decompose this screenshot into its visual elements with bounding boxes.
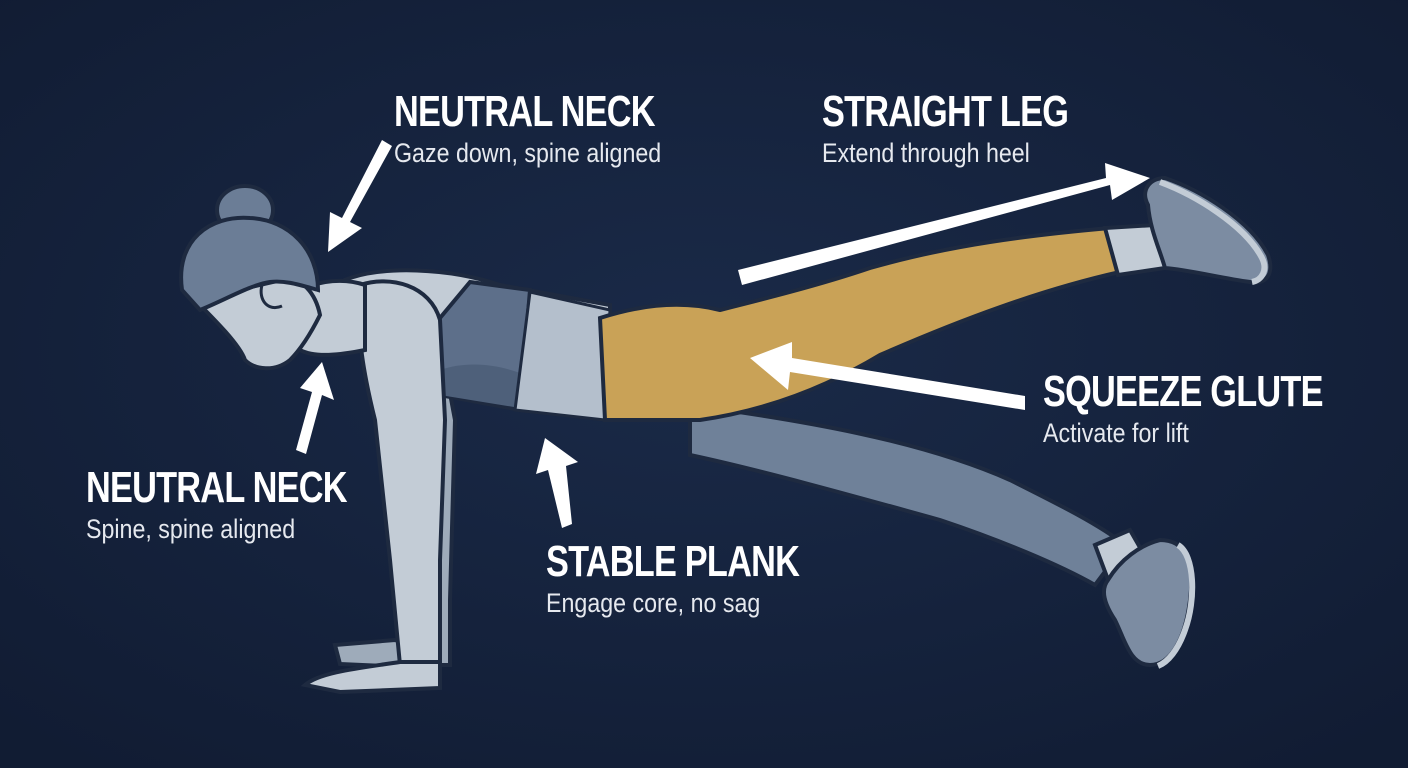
arrow-up-icon <box>536 438 578 528</box>
front-hand <box>300 660 442 695</box>
face <box>191 275 323 371</box>
ear-icon <box>259 284 283 309</box>
annotation-subtitle: Gaze down, spine aligned <box>394 138 662 168</box>
annotation-neutral-neck-bottom: NEUTRAL NECK Spine, spine aligned <box>86 464 420 546</box>
shoe-icon <box>1143 175 1273 285</box>
annotation-neutral-neck-top: NEUTRAL NECK Gaze down, spine aligned <box>394 88 728 170</box>
arrow-right-icon <box>738 163 1150 285</box>
annotation-title: NEUTRAL NECK <box>86 463 348 512</box>
arrow-left-icon <box>750 342 1025 410</box>
annotation-title: STABLE PLANK <box>546 537 800 586</box>
lifted-leg <box>597 175 1273 422</box>
annotation-title: NEUTRAL NECK <box>394 87 656 136</box>
annotation-title: SQUEEZE GLUTE <box>1043 367 1323 416</box>
annotation-stable-plank: STABLE PLANK Engage core, no sag <box>546 538 871 620</box>
head <box>179 184 367 371</box>
arrow-up-icon <box>296 362 334 454</box>
annotation-title: STRAIGHT LEG <box>822 87 1069 136</box>
arrow-down-left-icon <box>328 140 392 252</box>
annotation-arrows <box>296 140 1150 528</box>
annotation-subtitle: Engage core, no sag <box>546 588 761 618</box>
annotation-subtitle: Activate for lift <box>1043 418 1189 448</box>
annotation-straight-leg: STRAIGHT LEG Extend through heel <box>822 88 1138 170</box>
support-leg <box>688 402 1196 669</box>
annotation-subtitle: Spine, spine aligned <box>86 514 296 544</box>
annotation-squeeze-glute: SQUEEZE GLUTE Activate for lift <box>1043 368 1402 450</box>
hair-icon <box>179 215 321 313</box>
annotation-subtitle: Extend through heel <box>822 138 1030 168</box>
